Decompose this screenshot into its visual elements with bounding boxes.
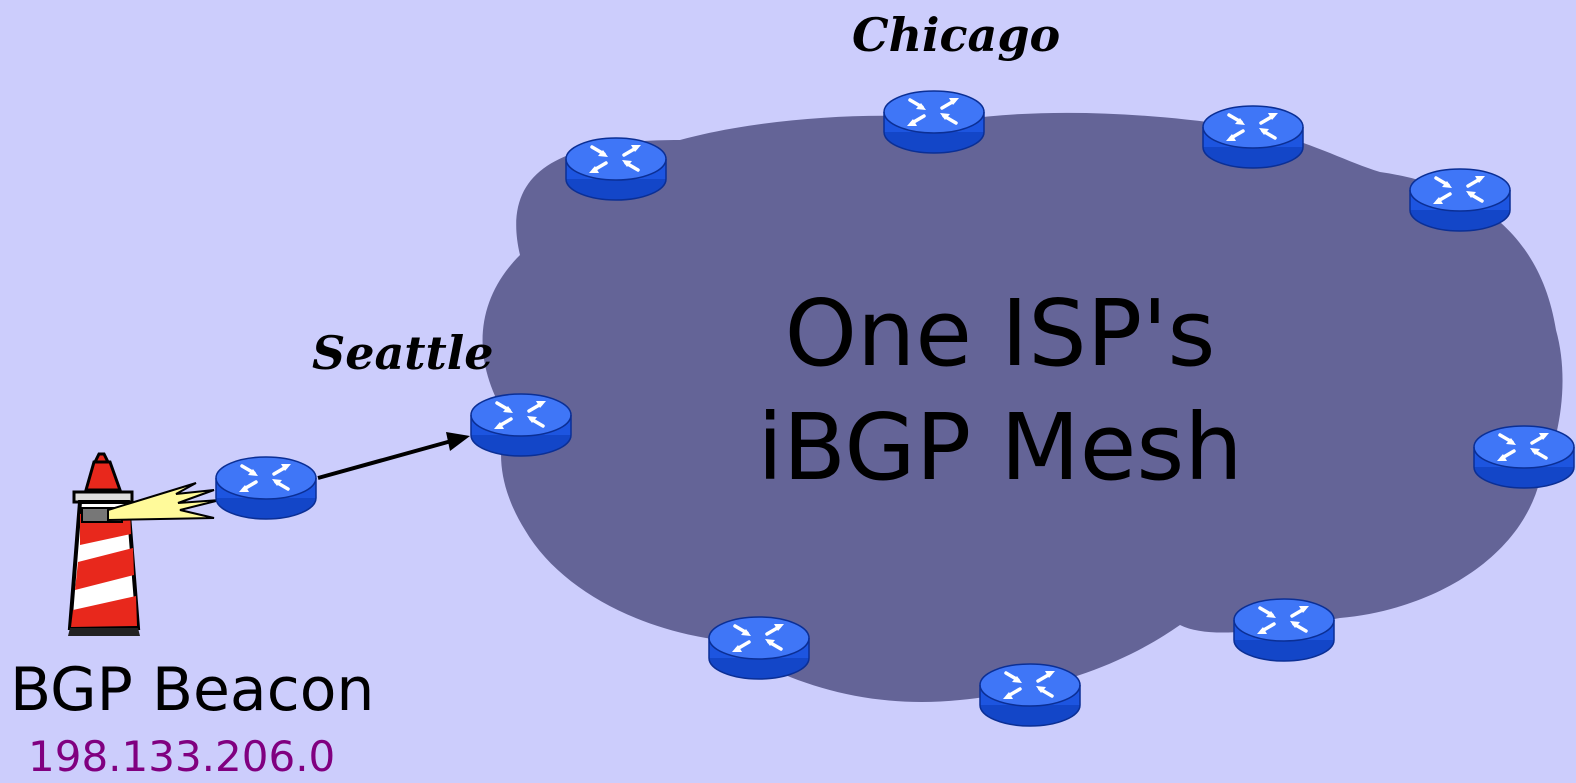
arrowhead [446, 432, 470, 451]
router-icon [1232, 597, 1336, 663]
router-icon [1472, 424, 1576, 490]
router-icon [564, 136, 668, 202]
router-icon [978, 662, 1082, 728]
router-icon [1408, 167, 1512, 233]
lighthouse-icon [67, 452, 221, 636]
announcement-arrow [317, 438, 456, 480]
router-icon [707, 615, 811, 681]
cloud-title-line-1: One ISP's [784, 280, 1216, 387]
chicago-label: Chicago [852, 8, 1061, 62]
router-icon [882, 89, 986, 155]
router-icon [469, 392, 573, 458]
beacon-label: BGP Beacon [10, 655, 375, 725]
isp-cloud [482, 112, 1563, 702]
seattle-label: Seattle [312, 326, 494, 380]
beacon-prefix: 198.133.206.0 [28, 732, 336, 781]
cloud-title-line-2: iBGP Mesh [757, 394, 1243, 501]
router-icon [214, 455, 318, 521]
router-icon [1201, 104, 1305, 170]
